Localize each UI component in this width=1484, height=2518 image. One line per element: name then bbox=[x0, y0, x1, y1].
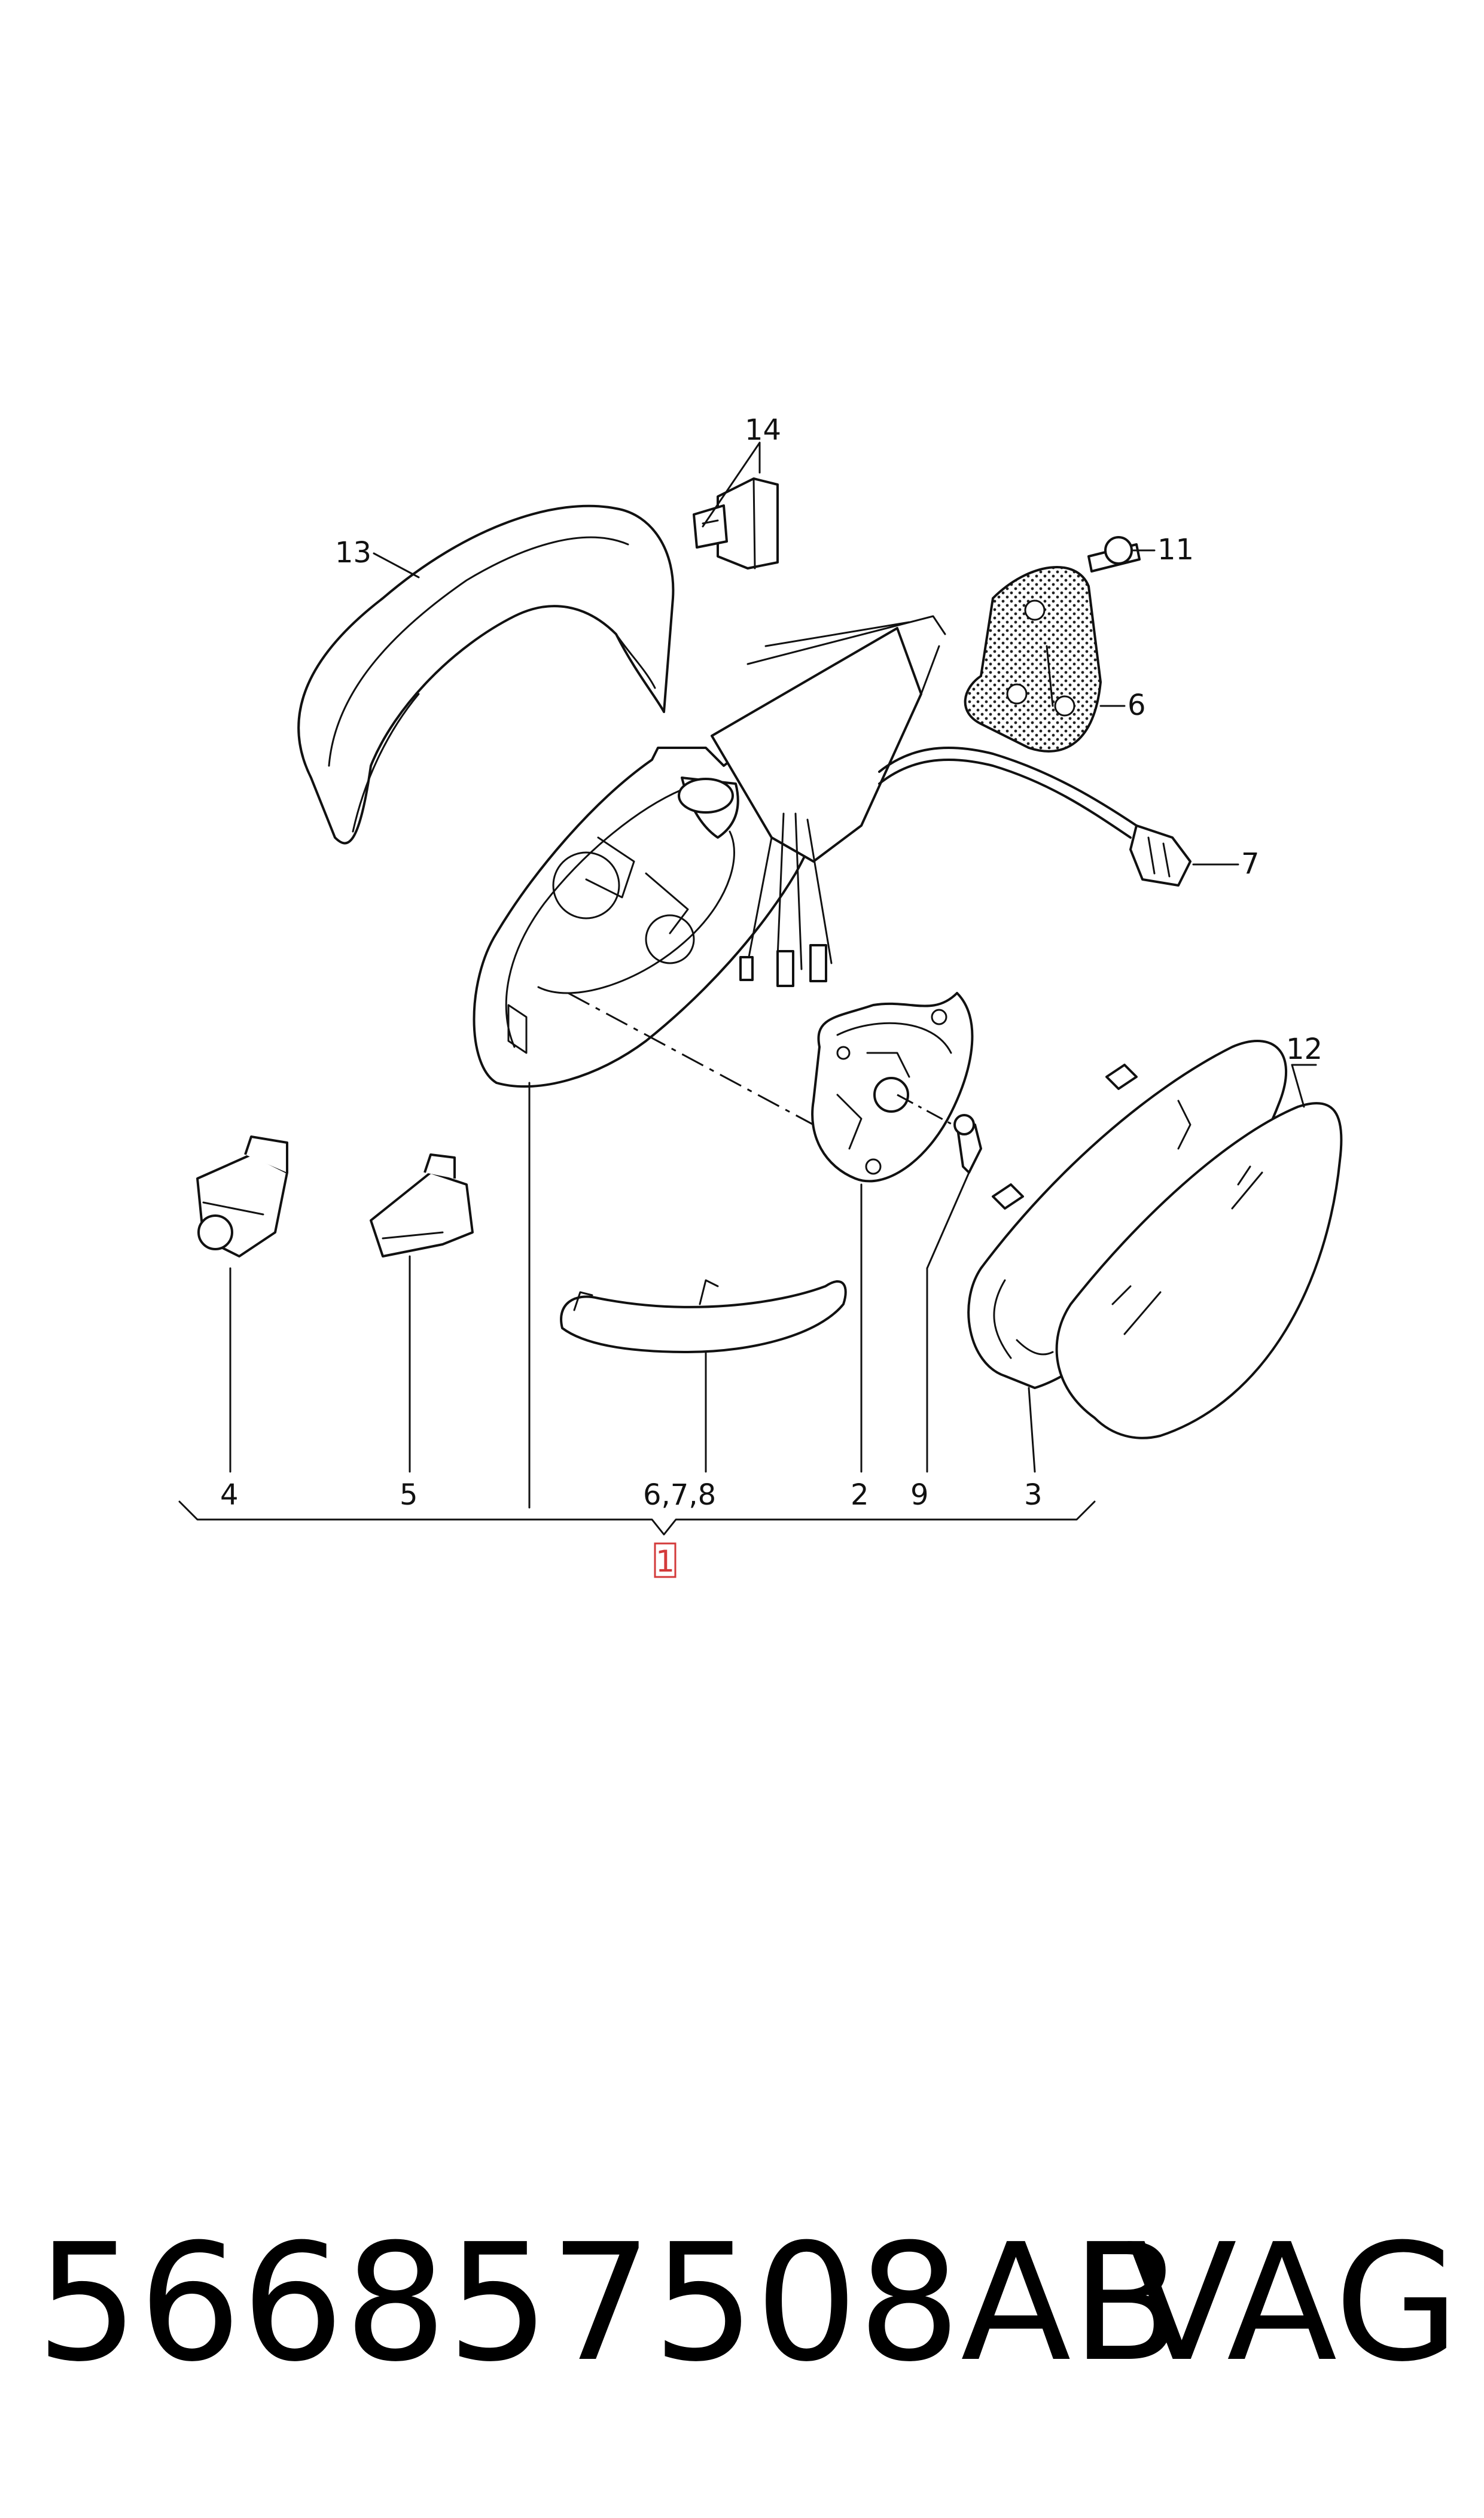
callout-5: 5 bbox=[400, 1478, 418, 1512]
part-number: 566857508AB bbox=[36, 2209, 1182, 2397]
lamp-part-5 bbox=[370, 1153, 474, 1258]
callout-678: 6,7,8 bbox=[643, 1478, 716, 1512]
callout-13: 13 bbox=[335, 536, 371, 570]
callout-6: 6 bbox=[1128, 689, 1146, 722]
callout-1: 1 bbox=[656, 1544, 675, 1579]
callout-1-box bbox=[654, 1542, 677, 1578]
sensor-part-4 bbox=[196, 1135, 288, 1258]
mirror-glass-part-12 bbox=[1055, 1102, 1343, 1439]
callout-3: 3 bbox=[1024, 1478, 1043, 1512]
brand-name: VAG bbox=[1126, 2209, 1459, 2397]
callout-7: 7 bbox=[1241, 847, 1260, 881]
callout-11: 11 bbox=[1157, 533, 1194, 567]
heating-pad-part-6 bbox=[964, 566, 1126, 753]
callout-2: 2 bbox=[851, 1478, 869, 1512]
callout-14: 14 bbox=[745, 413, 781, 447]
control-module-part-14 bbox=[693, 477, 779, 570]
screw-part-9 bbox=[953, 1114, 982, 1174]
connector-part-7 bbox=[1129, 824, 1239, 887]
callout-12: 12 bbox=[1286, 1033, 1323, 1066]
callout-4: 4 bbox=[220, 1478, 239, 1512]
part-number-footer: 566857508AB VAG bbox=[36, 2213, 1459, 2393]
callout-9: 9 bbox=[910, 1478, 929, 1512]
leader-lines bbox=[178, 442, 1317, 1536]
mirror-housing-part-1 bbox=[473, 615, 1138, 1088]
glass-carrier-part-3 bbox=[967, 1040, 1287, 1389]
adjustment-motor-part-2 bbox=[811, 992, 974, 1183]
alignment-line bbox=[568, 992, 814, 1126]
screw-part-11 bbox=[1087, 536, 1156, 573]
turn-signal-part-678 bbox=[560, 1279, 847, 1353]
mirror-cap-part-13 bbox=[297, 504, 675, 845]
